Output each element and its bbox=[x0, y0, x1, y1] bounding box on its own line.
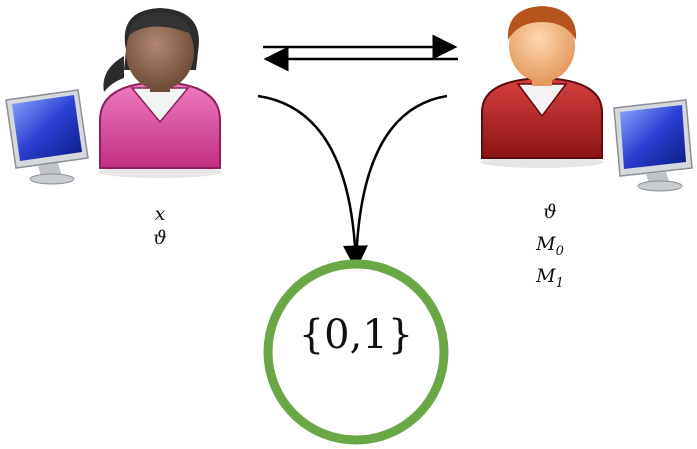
bob-inputs: ϑ M0 M1 bbox=[515, 200, 585, 295]
alice-input-label: x bbox=[154, 203, 166, 225]
curve-bob-to-result bbox=[354, 94, 448, 267]
bob-input-label: ϑ bbox=[543, 201, 557, 223]
computer-monitor-icon bbox=[613, 99, 693, 192]
curve-alice-to-result bbox=[257, 94, 368, 271]
alice-input-label: ϑ bbox=[153, 227, 167, 249]
male-user-icon bbox=[480, 6, 604, 168]
bob-input-label: M1 bbox=[536, 264, 564, 291]
bob-input-label: M0 bbox=[536, 232, 564, 259]
alice-inputs: x ϑ bbox=[130, 202, 190, 250]
computer-monitor-icon bbox=[5, 89, 89, 185]
result-circle bbox=[263, 259, 449, 445]
female-user-icon bbox=[98, 8, 222, 178]
result-value: {0,1} bbox=[298, 312, 414, 358]
